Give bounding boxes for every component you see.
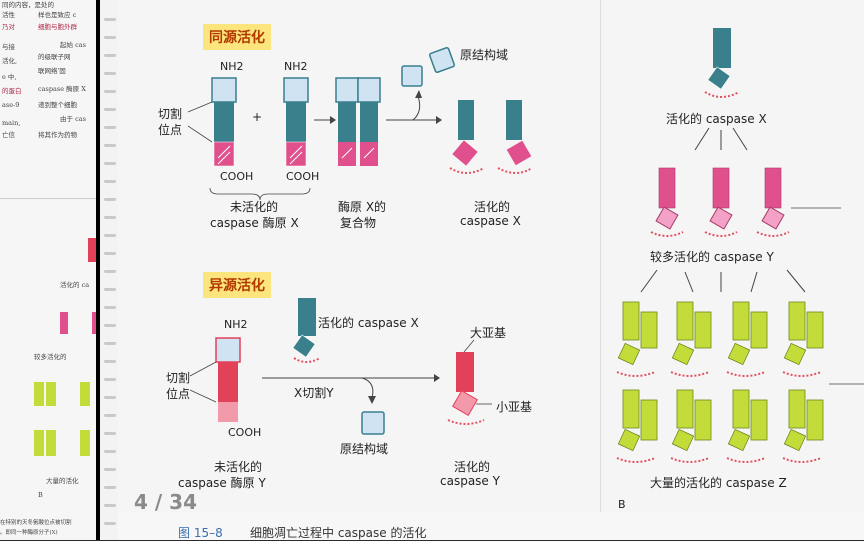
complex-label-2: 复合物 — [340, 216, 377, 230]
left-text-line: e 中, — [2, 73, 17, 81]
left-text-line: 乃对 — [2, 23, 15, 31]
left-text-line: 的级联子网 — [38, 53, 71, 61]
cascade-level2-label: 较多活化的 caspase Y — [650, 250, 774, 264]
homologous-activation-diagram — [187, 46, 533, 201]
prodomain-label: 原结构域 — [460, 48, 509, 62]
large-subunit — [214, 102, 234, 142]
left-bottom-text: 。即同一种酶原分子(X) — [0, 530, 58, 536]
left-divider — [0, 198, 100, 199]
spiral-binding — [100, 0, 118, 540]
page-indicator: 4 / 34 — [134, 490, 197, 514]
panel-divider — [600, 0, 601, 540]
figure-caption: 细胞凋亡过程中 caspase 的活化 — [250, 526, 427, 540]
left-text-line: 递到整个细胞 — [38, 101, 77, 109]
active-x-label: 活化的 caspase X — [318, 316, 419, 330]
left-fig-label: 活化的 ca — [60, 281, 90, 289]
left-text-line: 的蛋白 — [2, 87, 22, 95]
large-subunit-label: 大亚基 — [470, 326, 507, 340]
prodomain-box — [283, 77, 309, 103]
nh2-label: NH2 — [284, 60, 308, 73]
figure-number: 图 15–8 — [178, 526, 223, 540]
left-fig-label: 较多活化的 — [34, 353, 67, 361]
left-text-line: 由于 cas — [60, 115, 86, 123]
complex-label: 酶原 X的 — [338, 200, 387, 214]
left-text-line: 细胞与胞外群 — [38, 23, 77, 31]
caption-bar — [118, 512, 864, 540]
left-text-line: main, — [2, 119, 21, 127]
heterologous-activation-title: 异源活化 — [203, 272, 271, 298]
inactive-label-2: caspase 酶原 X — [210, 216, 299, 230]
caspase-cascade-diagram — [616, 28, 864, 463]
left-text-line: 活化, — [2, 57, 18, 65]
inactive-y-label: 未活化的 — [214, 460, 263, 474]
prodomain-label: 原结构域 — [340, 442, 389, 456]
small-subunit-label: 小亚基 — [496, 400, 533, 414]
small-subunit — [213, 141, 235, 167]
left-text-line: 将其作为药物 — [38, 131, 77, 139]
cooh-label: COOH — [286, 170, 320, 183]
left-text-line: 起始 cas — [60, 41, 86, 49]
left-text-line: 同的内容，是处的 — [2, 1, 54, 9]
cascade-level1-label: 活化的 caspase X — [666, 112, 767, 126]
left-text-line: ase-9 — [2, 101, 20, 109]
left-text-line: 联网络'固 — [38, 67, 66, 75]
cooh-label: COOH — [220, 170, 254, 183]
left-text-line: 亡信 — [2, 131, 15, 139]
left-text-line: 与接 — [2, 43, 15, 51]
active-y-label-2: caspase Y — [440, 474, 500, 488]
document-page[interactable] — [118, 0, 864, 540]
left-text-line: 活性 — [2, 11, 15, 19]
nh2-label: NH2 — [220, 60, 244, 73]
active-y-label: 活化的 — [454, 460, 491, 474]
homologous-activation-title: 同源活化 — [203, 24, 271, 50]
small-subunit — [285, 141, 307, 167]
cut-site-label: 切割 位点 — [158, 107, 183, 137]
left-bottom-text: 在特别的天冬氨酸位点被切割 — [0, 520, 72, 526]
cut-site-label: 切割 位点 — [166, 371, 191, 401]
large-subunit — [286, 102, 306, 142]
x-cuts-y-label: X切割Y — [294, 386, 334, 400]
active-label-2: caspase X — [460, 214, 521, 228]
nh2-label: NH2 — [224, 318, 248, 331]
cascade-level3-label: 大量的活化的 caspase Z — [650, 476, 787, 490]
inactive-y-label-2: caspase 酶原 Y — [178, 476, 266, 490]
left-text-line: caspase 酶原 X — [38, 85, 86, 93]
left-fig-label: B — [38, 491, 43, 499]
plus-sign: + — [252, 110, 263, 124]
left-page-preview[interactable]: 同的内容，是处的 活性 样也是致应 c 乃对 细胞与胞外群 与接 起始 cas … — [0, 0, 100, 540]
heterologous-activation-diagram — [189, 298, 492, 435]
active-label: 活化的 — [474, 200, 511, 214]
panel-b-label: B — [618, 498, 626, 511]
left-fig-label: 大量的活化 — [46, 477, 79, 485]
left-text-line: 样也是致应 c — [38, 11, 77, 19]
left-mini-figure — [34, 238, 100, 456]
cooh-label: COOH — [228, 426, 262, 439]
inactive-label: 未活化的 — [230, 200, 279, 214]
prodomain-box — [211, 77, 237, 103]
